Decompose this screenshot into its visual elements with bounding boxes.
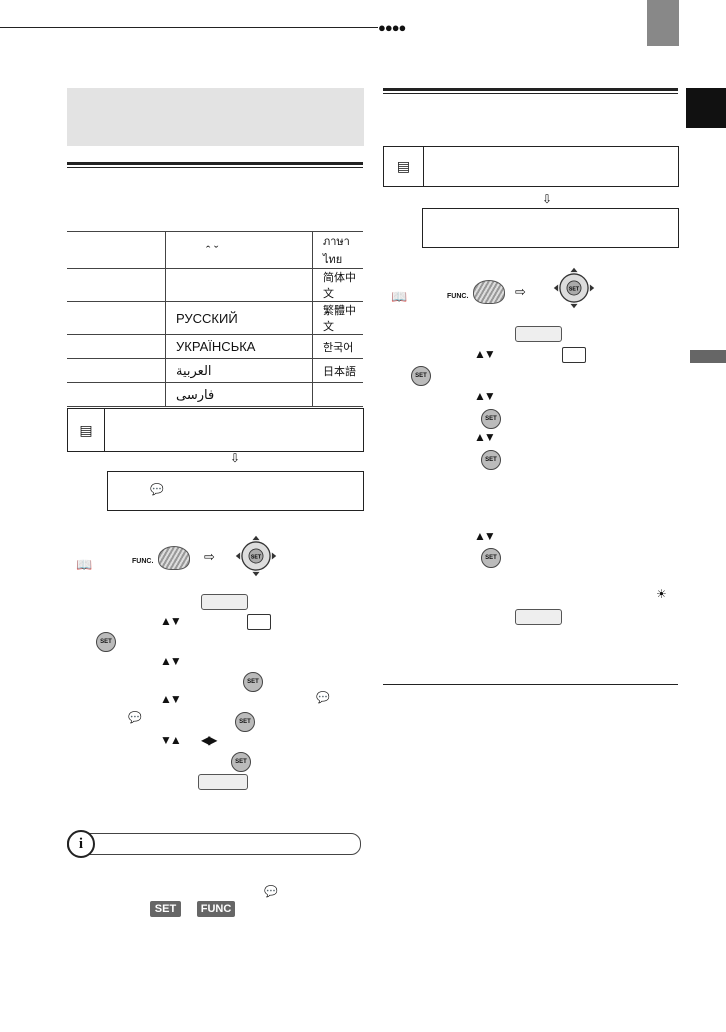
arrow-right-icon: ⇨ bbox=[204, 549, 215, 564]
subtitle-icon: 💬 bbox=[150, 484, 164, 496]
set-button-icon: SET bbox=[481, 450, 501, 470]
svg-text:SET: SET bbox=[569, 287, 580, 293]
set-button-icon: SET bbox=[481, 409, 501, 429]
downup-icon: ▼▲ bbox=[160, 733, 182, 747]
table-row: 简体中文 bbox=[67, 268, 363, 302]
title-box bbox=[67, 88, 364, 146]
section-tab bbox=[686, 88, 726, 128]
joystick-icon: SET bbox=[235, 535, 277, 577]
arrow-right-icon: ⇨ bbox=[515, 284, 526, 299]
info-icon: i bbox=[67, 830, 95, 858]
set-button-icon: SET bbox=[231, 752, 251, 772]
menu-button-icon bbox=[201, 594, 248, 610]
updown-icon: ▲▼ bbox=[474, 529, 496, 543]
func-badge: FUNC bbox=[197, 901, 235, 917]
updown-icon: ▲▼ bbox=[474, 347, 496, 361]
joystick-icon: SET bbox=[553, 267, 595, 309]
mode-result-box bbox=[422, 208, 679, 248]
updown-icon: ▲▼ bbox=[160, 614, 182, 628]
menu-button-icon bbox=[515, 609, 562, 625]
menu-icon bbox=[247, 614, 271, 630]
func-label: FUNC. bbox=[132, 558, 154, 565]
menu-button-icon bbox=[198, 774, 248, 790]
set-button-icon: SET bbox=[235, 712, 255, 732]
leftright-icon: ◀▶ bbox=[201, 733, 218, 747]
subtitle-icon: 💬 bbox=[316, 692, 330, 704]
section-rule bbox=[67, 162, 363, 165]
header-rule bbox=[0, 27, 378, 28]
mode-result-box: 💬 bbox=[107, 471, 364, 511]
updown-icon: ▲▼ bbox=[160, 654, 182, 668]
book-icon: 📖 bbox=[391, 289, 408, 304]
func-dial-icon bbox=[473, 280, 505, 304]
subtitle-icon: 💬 bbox=[128, 712, 142, 724]
set-badge: SET bbox=[150, 901, 181, 917]
section-rule bbox=[383, 88, 678, 91]
down-arrow-icon: ⇩ bbox=[542, 192, 553, 206]
set-button-icon: SET bbox=[411, 366, 431, 386]
menu-icon bbox=[562, 347, 586, 363]
side-index-tab bbox=[690, 350, 726, 363]
down-arrow-icon: ⇩ bbox=[230, 451, 241, 465]
func-dial-icon bbox=[158, 546, 190, 570]
chapter-tab bbox=[647, 0, 679, 46]
camera-mode-icon: ▤ bbox=[68, 409, 105, 451]
set-button-icon: SET bbox=[96, 632, 116, 652]
note-bar bbox=[67, 833, 361, 855]
playback-mode-icon: ▤ bbox=[384, 147, 424, 186]
mode-box: ▤ bbox=[67, 408, 364, 452]
svg-text:SET: SET bbox=[251, 555, 262, 561]
menu-button-icon bbox=[515, 326, 562, 342]
book-icon: 📖 bbox=[76, 557, 93, 572]
func-label: FUNC. bbox=[447, 293, 469, 300]
updown-icon: ▲▼ bbox=[474, 389, 496, 403]
table-row: فارسی bbox=[67, 382, 363, 407]
updown-icon: ▲▼ bbox=[160, 692, 182, 706]
subtitle-icon: 💬 bbox=[264, 886, 278, 898]
updown-icon: ▲▼ bbox=[474, 430, 496, 444]
section-rule bbox=[383, 684, 678, 685]
header-dots: ●●●● bbox=[378, 20, 406, 35]
section-rule-thin bbox=[383, 93, 678, 94]
set-button-icon: SET bbox=[243, 672, 263, 692]
section-rule-thin bbox=[67, 167, 363, 168]
mode-box: ▤ bbox=[383, 146, 679, 187]
set-button-icon: SET bbox=[481, 548, 501, 568]
sun-icon: ☀ bbox=[656, 587, 667, 601]
